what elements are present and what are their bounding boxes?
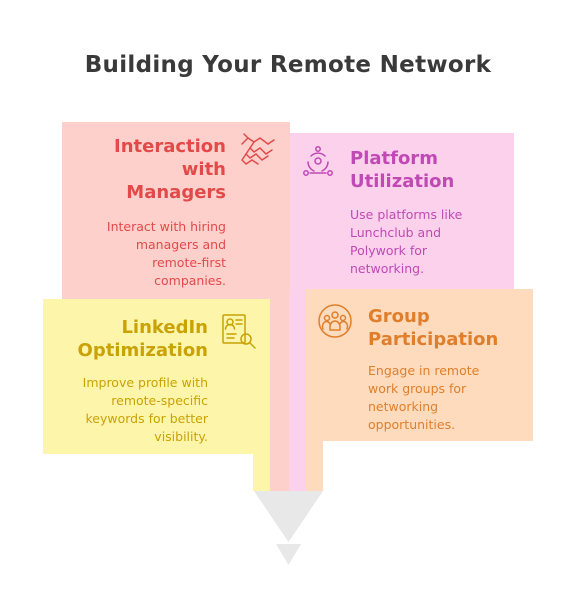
platform-description-line: networking.: [350, 261, 425, 276]
group-description-line: opportunities.: [368, 417, 456, 432]
managers-heading-line: Managers: [126, 182, 226, 203]
linkedin-description-line: visibility.: [154, 429, 208, 444]
platform-heading: Platform Utilization: [350, 147, 510, 193]
stem-platform: [289, 295, 306, 491]
linkedin-heading: LinkedIn Optimization: [52, 316, 208, 362]
platform-heading-line: Utilization: [350, 171, 455, 192]
managers-description: Interact with hiring managers and remote…: [66, 218, 226, 290]
linkedin-description: Improve profile with remote-specific key…: [48, 374, 208, 446]
platform-description-line: Polywork for: [350, 243, 428, 258]
group-description-line: networking: [368, 399, 439, 414]
linkedin-heading-line: Optimization: [77, 340, 208, 361]
network-nodes-icon: [303, 146, 333, 176]
managers-heading-line: Interaction: [114, 136, 226, 157]
group-description: Engage in remote work groups for network…: [368, 362, 528, 434]
group-heading-line: Group: [368, 306, 430, 327]
diagram-title: Building Your Remote Network: [84, 52, 492, 78]
stem-group: [306, 441, 323, 491]
card-group-participation: [306, 289, 533, 441]
managers-description-line: remote-first: [152, 255, 226, 270]
card-interaction-with-managers: [62, 122, 290, 300]
linkedin-heading-line: LinkedIn: [121, 317, 208, 338]
managers-heading: Interaction with Managers: [70, 135, 226, 204]
platform-heading-line: Platform: [350, 148, 438, 169]
group-heading: Group Participation: [368, 305, 528, 351]
linkedin-description-line: Improve profile with: [82, 375, 208, 390]
profile-search-icon: [222, 314, 256, 349]
handshake-icon: [241, 133, 275, 165]
platform-description-line: Lunchclub and: [350, 225, 442, 240]
card-platform-utilization: [290, 133, 514, 295]
platform-description: Use platforms like Lunchclub and Polywor…: [350, 206, 510, 278]
linkedin-description-line: remote-specific: [111, 393, 208, 408]
linkedin-description-line: keywords for better: [85, 411, 208, 426]
stem-linkedin: [253, 454, 270, 491]
managers-heading-line: with: [181, 159, 226, 180]
group-heading-line: Participation: [368, 329, 499, 350]
platform-description-line: Use platforms like: [350, 207, 463, 222]
group-description-line: work groups for: [368, 381, 467, 396]
group-description-line: Engage in remote: [368, 363, 480, 378]
group-people-icon: [318, 304, 352, 338]
stem-managers: [270, 295, 289, 491]
managers-description-line: managers and: [135, 237, 226, 252]
managers-description-line: companies.: [154, 273, 226, 288]
managers-description-line: Interact with hiring: [106, 219, 226, 234]
